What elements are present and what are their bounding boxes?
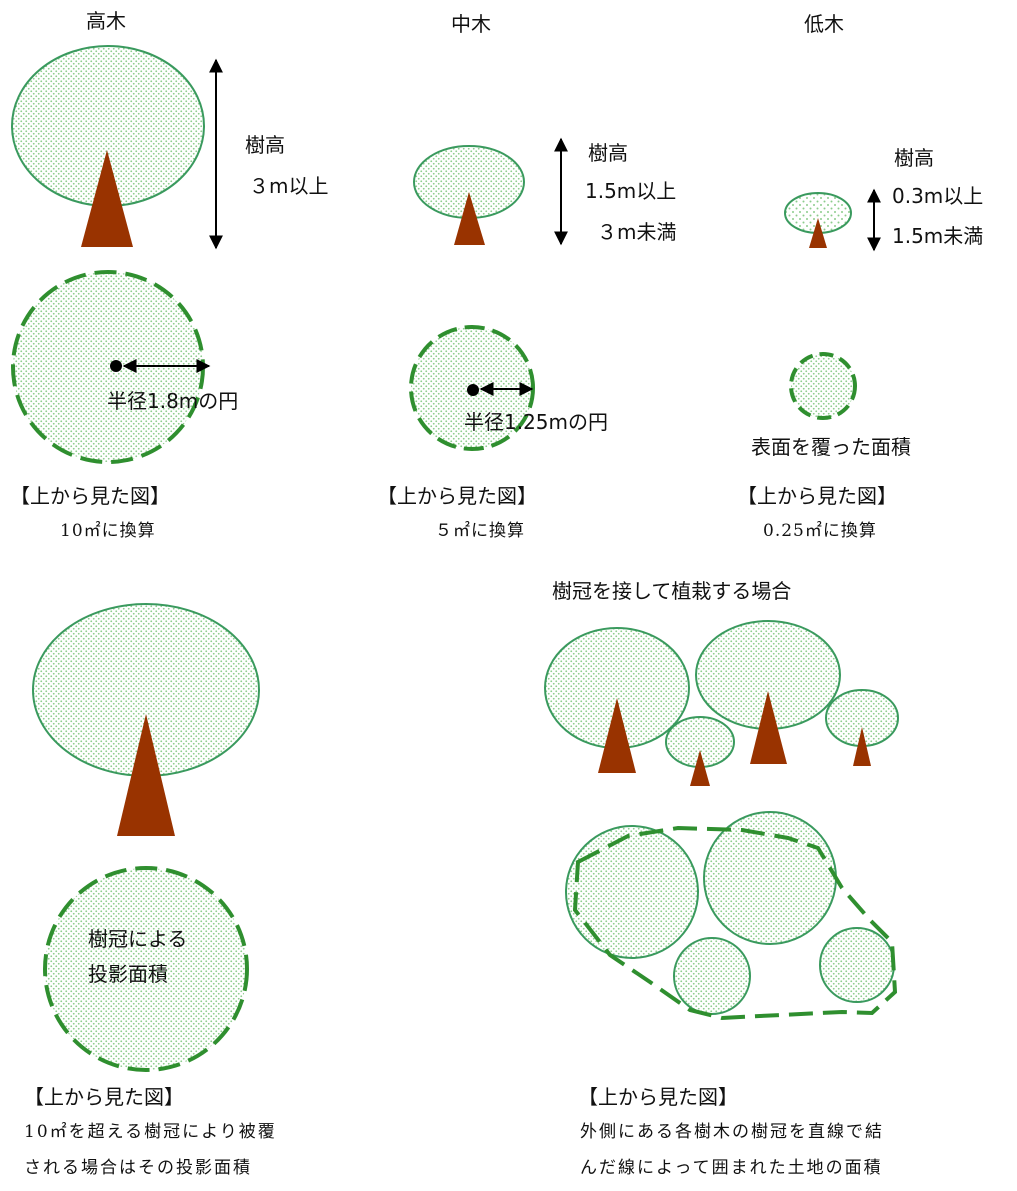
adjacent-view-label: 【上から見た図】 [578,1085,738,1109]
medium-height-max: ３m未満 [597,220,677,244]
low-height-label: 樹高 [894,146,934,170]
large-tree-trunk [117,714,175,836]
low-height-min: 0.3m以上 [892,184,984,208]
adjacent-desc-line2: んだ線によって囲まれた土地の面積 [580,1158,883,1178]
tall-radius-label: 半径1.8mの円 [107,389,239,413]
low-conversion: 0.25㎡に換算 [763,521,877,541]
low-view-label: 【上から見た図】 [737,484,897,508]
low-tree-trunk [809,218,827,248]
adjacent-top-crown-3 [673,937,751,1015]
medium-heading: 中木 [451,12,491,36]
large-projection-line1: 樹冠による [88,927,188,951]
medium-center-dot [467,384,479,396]
low-heading: 低木 [804,12,844,36]
tall-center-dot [110,360,122,372]
medium-view-label: 【上から見た図】 [377,484,537,508]
tall-height-range: ３m以上 [249,174,329,198]
adjacent-top-crown-4 [819,927,895,1003]
adjacent-enclosing-outline [572,825,898,1021]
large-top-view-circle [43,866,249,1072]
adjacent-tree-3-trunk [690,750,710,786]
large-desc-line1: 10㎡を超える樹冠により被覆 [24,1122,277,1142]
adjacent-tree-1-trunk [598,698,636,773]
tall-heading: 高木 [86,9,126,33]
tall-tree-trunk [81,150,133,247]
medium-tree-trunk [454,192,485,245]
large-view-label: 【上から見た図】 [24,1085,184,1109]
tall-view-label: 【上から見た図】 [10,484,170,508]
large-desc-line2: される場合はその投影面積 [24,1158,252,1178]
medium-height-label: 樹高 [588,141,628,165]
low-height-max: 1.5m未満 [892,224,984,248]
large-tree [32,603,260,836]
low-surface-label: 表面を覆った面積 [751,435,911,459]
medium-conversion: ５㎡に換算 [435,521,525,541]
adjacent-top-crown-1 [565,825,699,959]
medium-radius-label: 半径1.25mの円 [464,410,609,434]
adjacent-top-view [565,811,898,1021]
tall-tree [11,45,205,247]
adjacent-tree-2-trunk [750,691,787,764]
low-tree [784,192,852,248]
adjacent-title: 樹冠を接して植栽する場合 [552,579,792,603]
tall-conversion: 10㎡に換算 [60,521,156,541]
medium-height-min: 1.5m以上 [585,179,677,203]
large-projection-line2: 投影面積 [88,962,168,986]
tall-height-label: 樹高 [245,133,285,157]
adjacent-top-crown-2 [703,811,837,945]
adjacent-tree-4-trunk [853,727,871,766]
adjacent-trees [544,620,899,786]
medium-tree [413,145,525,245]
adjacent-desc-line1: 外側にある各樹木の樹冠を直線で結 [580,1122,884,1142]
low-top-view-circle [789,352,857,420]
